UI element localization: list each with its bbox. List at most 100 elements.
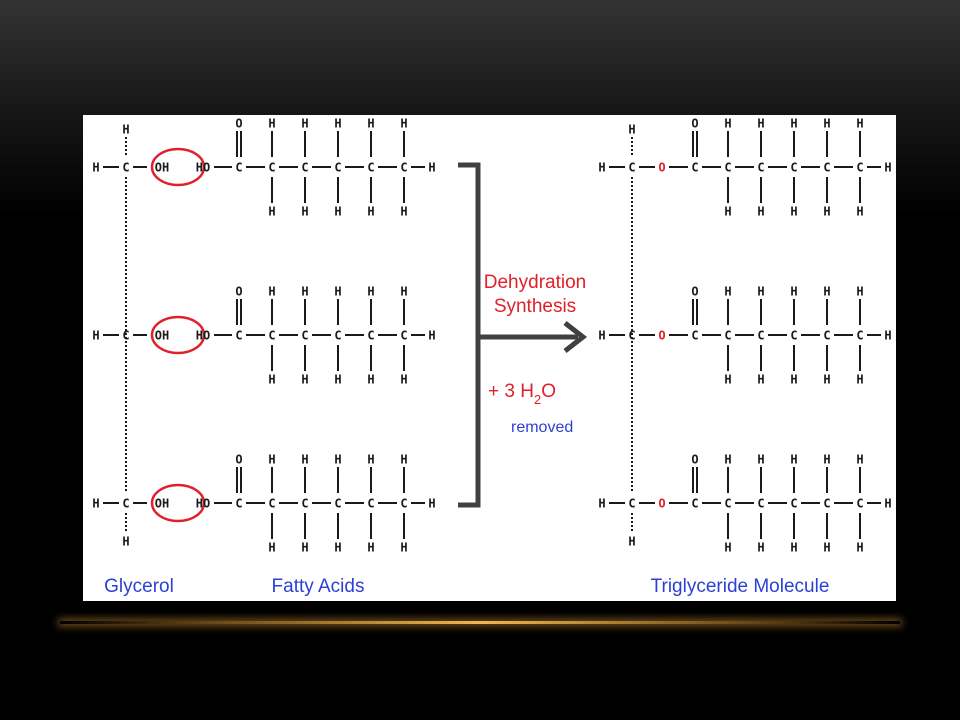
left-row2-fatty-acid-carbonyl-carbon: C: [235, 329, 242, 343]
left-row3-fatty-acid-carbon: C: [400, 497, 407, 511]
right-row3-fatty-acid-hydrogen: H: [790, 541, 797, 555]
right-row1-fatty-acid-hydrogen: H: [724, 205, 731, 219]
right-row3-glycerol-carbon: C: [628, 497, 635, 511]
left-row1-fatty-acid-carbon: C: [301, 161, 308, 175]
right-row1-glycerol-carbon: C: [628, 161, 635, 175]
left-row1-fatty-acid-hydrogen: H: [367, 205, 374, 219]
left-row3-glycerol-hydrogen: H: [92, 497, 99, 511]
left-row2-fatty-acid-hydrogen: H: [400, 373, 407, 387]
right-row2-fatty-acid-hydrogen: H: [823, 373, 830, 387]
left-row1-fatty-acid-carbon: C: [367, 161, 374, 175]
left-row2-fatty-acid-hydrogen: H: [334, 373, 341, 387]
right-row2-fatty-acid-hydrogen: H: [790, 285, 797, 299]
left-row2-fatty-acid-carbon: C: [400, 329, 407, 343]
reaction-name-line1: Dehydration: [484, 272, 586, 293]
left-row1-fatty-acid-hydrogen: H: [400, 205, 407, 219]
water-suffix: O: [541, 381, 556, 402]
water-formula: + 3 H2O: [488, 381, 556, 407]
right-row1-fatty-acid-hydrogen: H: [856, 205, 863, 219]
gold-divider-line: [60, 621, 900, 624]
right-row1-fatty-acid-terminal-hydrogen: H: [884, 161, 891, 175]
right-row1-glycerol-hydrogen: H: [598, 161, 605, 175]
right-row3-fatty-acid-hydrogen: H: [856, 541, 863, 555]
left-row1-hydroxyl: OH: [155, 161, 169, 175]
right-row2-fatty-acid-carbon: C: [823, 329, 830, 343]
right-row3-fatty-acid-hydrogen: H: [856, 453, 863, 467]
right-row3-fatty-acid-hydrogen: H: [823, 453, 830, 467]
right-row3-fatty-acid-carbon: C: [823, 497, 830, 511]
left-row1-fatty-acid-hydrogen: H: [268, 205, 275, 219]
triglyceride-label: Triglyceride Molecule: [651, 576, 830, 597]
right-row2-fatty-acid-hydrogen: H: [757, 373, 764, 387]
right-row2-fatty-acid-hydrogen: H: [823, 285, 830, 299]
left-row3-fatty-acid-hydrogen: H: [400, 453, 407, 467]
left-row1-fatty-acid-carbonyl-oxygen: O: [235, 117, 242, 131]
left-row3-fatty-acid-hydrogen: H: [334, 541, 341, 555]
left-row1-fatty-acid-hydrogen: H: [301, 205, 308, 219]
triglyceride-top-hydrogen: H: [628, 123, 635, 137]
right-row3-fatty-acid-hydrogen: H: [724, 541, 731, 555]
right-row2-fatty-acid-hydrogen: H: [724, 373, 731, 387]
left-row3-fatty-acid-hydrogen: H: [334, 453, 341, 467]
left-row3-fatty-acid-hydrogen: H: [268, 453, 275, 467]
right-row1-fatty-acid-carbon: C: [757, 161, 764, 175]
right-row1-fatty-acid-hydrogen: H: [856, 117, 863, 131]
left-row1-acid-hydroxyl: HO: [196, 161, 210, 175]
glycerol-label: Glycerol: [104, 576, 174, 597]
left-row2-fatty-acid-hydrogen: H: [367, 285, 374, 299]
left-row3-fatty-acid-carbonyl-oxygen: O: [235, 453, 242, 467]
left-row3-hydroxyl: OH: [155, 497, 169, 511]
left-row2-fatty-acid-carbonyl-oxygen: O: [235, 285, 242, 299]
glycerol-top-hydrogen: H: [122, 123, 129, 137]
right-row2-fatty-acid-carbon: C: [856, 329, 863, 343]
left-row3-fatty-acid-carbon: C: [367, 497, 374, 511]
left-row3-fatty-acid-terminal-hydrogen: H: [428, 497, 435, 511]
left-row1-hydroxyl-highlight: [150, 147, 206, 187]
left-row1-glycerol-hydrogen: H: [92, 161, 99, 175]
left-row1-fatty-acid-carbon: C: [334, 161, 341, 175]
right-row1-fatty-acid-hydrogen: H: [757, 117, 764, 131]
left-row3-acid-hydroxyl: HO: [196, 497, 210, 511]
right-row3-ester-oxygen: O: [658, 497, 665, 511]
right-row3-fatty-acid-hydrogen: H: [724, 453, 731, 467]
right-row1-fatty-acid-carbon: C: [823, 161, 830, 175]
left-row2-fatty-acid-hydrogen: H: [268, 285, 275, 299]
left-row2-fatty-acid-carbon: C: [301, 329, 308, 343]
left-row1-fatty-acid-carbon: C: [268, 161, 275, 175]
right-row1-fatty-acid-hydrogen: H: [724, 117, 731, 131]
left-row3-fatty-acid-hydrogen: H: [400, 541, 407, 555]
right-row2-fatty-acid-hydrogen: H: [856, 373, 863, 387]
right-row3-fatty-acid-hydrogen: H: [790, 453, 797, 467]
fatty-acids-label: Fatty Acids: [272, 576, 365, 597]
left-row3-fatty-acid-hydrogen: H: [367, 541, 374, 555]
right-row2-ester-oxygen: O: [658, 329, 665, 343]
left-row2-hydroxyl-highlight: [150, 315, 206, 355]
right-row1-fatty-acid-carbon: C: [856, 161, 863, 175]
right-row1-fatty-acid-hydrogen: H: [790, 205, 797, 219]
left-row2-fatty-acid-carbon: C: [334, 329, 341, 343]
right-row2-fatty-acid-hydrogen: H: [856, 285, 863, 299]
right-row2-fatty-acid-terminal-hydrogen: H: [884, 329, 891, 343]
reaction-name-line2: Synthesis: [494, 296, 576, 317]
right-row3-glycerol-hydrogen: H: [598, 497, 605, 511]
right-row3-fatty-acid-carbon: C: [856, 497, 863, 511]
left-row1-fatty-acid-hydrogen: H: [301, 117, 308, 131]
left-row3-fatty-acid-hydrogen: H: [301, 541, 308, 555]
left-row3-fatty-acid-hydrogen: H: [268, 541, 275, 555]
right-row1-fatty-acid-carbonyl-carbon: C: [691, 161, 698, 175]
left-row2-hydroxyl: OH: [155, 329, 169, 343]
right-row3-fatty-acid-hydrogen: H: [757, 453, 764, 467]
right-row1-ester-oxygen: O: [658, 161, 665, 175]
left-row2-fatty-acid-carbon: C: [268, 329, 275, 343]
left-row2-glycerol-hydrogen: H: [92, 329, 99, 343]
left-row2-fatty-acid-hydrogen: H: [301, 285, 308, 299]
right-row1-fatty-acid-hydrogen: H: [823, 205, 830, 219]
right-row1-fatty-acid-carbon: C: [790, 161, 797, 175]
right-row1-fatty-acid-carbonyl-oxygen: O: [691, 117, 698, 131]
right-row3-fatty-acid-terminal-hydrogen: H: [884, 497, 891, 511]
right-row2-fatty-acid-carbon: C: [724, 329, 731, 343]
triglyceride-bottom-hydrogen: H: [628, 535, 635, 549]
left-row3-fatty-acid-hydrogen: H: [367, 453, 374, 467]
left-row2-fatty-acid-hydrogen: H: [268, 373, 275, 387]
right-row2-fatty-acid-carbonyl-carbon: C: [691, 329, 698, 343]
